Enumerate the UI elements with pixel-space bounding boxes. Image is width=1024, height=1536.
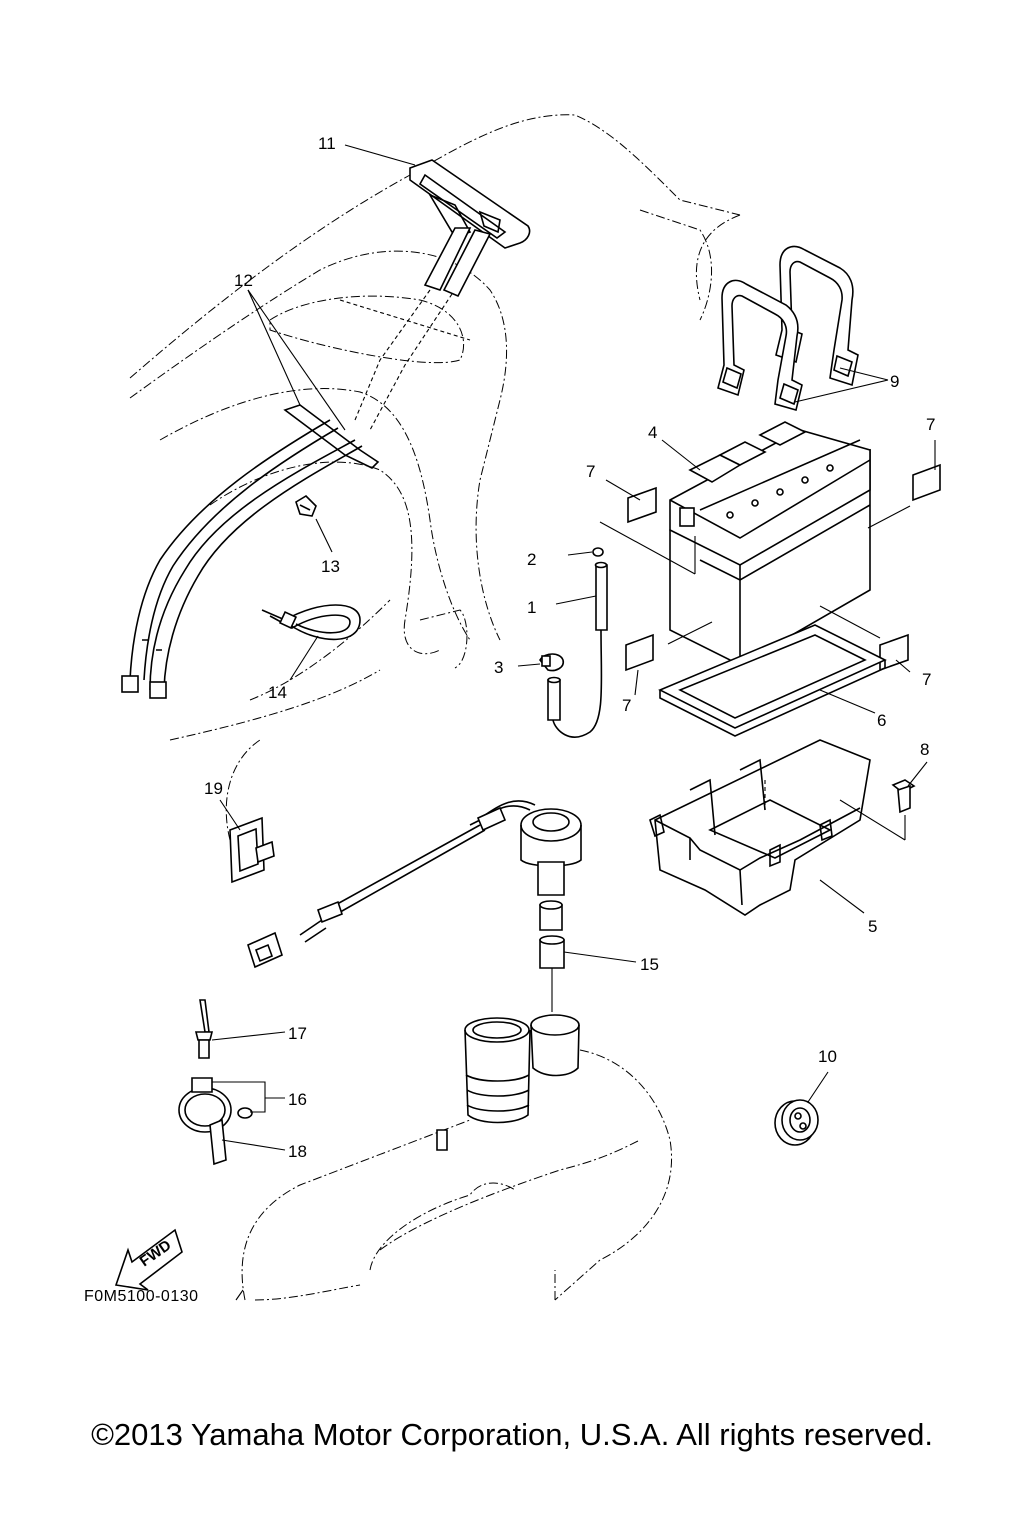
part-5-battery-box	[649, 739, 871, 916]
label-16: 16	[288, 1090, 307, 1109]
label-2: 2	[527, 550, 536, 569]
part-11-switch-plate	[339, 159, 531, 431]
label-5: 5	[868, 917, 877, 936]
label-11: 11	[318, 134, 336, 153]
label-7d: 7	[622, 696, 631, 715]
part-12-cables	[121, 404, 380, 699]
part-19-holder	[229, 816, 275, 884]
label-4: 4	[648, 423, 657, 442]
label-17: 17	[288, 1024, 307, 1043]
callout-labels: 11 12 9 4 7 7 7 7 2 1 13 3 14 6 8 19 5 1…	[84, 134, 935, 1305]
figure-code: F0M5100-0130	[84, 1288, 199, 1305]
part-9-battery-strap	[717, 245, 859, 411]
label-3: 3	[494, 658, 503, 677]
part-18-tie	[209, 1118, 227, 1166]
label-19: 19	[204, 779, 223, 798]
part-15-fuel-sender	[247, 800, 582, 1012]
label-6: 6	[877, 711, 886, 730]
label-7a: 7	[926, 415, 935, 434]
label-9: 9	[890, 372, 899, 391]
label-7b: 7	[586, 462, 595, 481]
part-1-vent-hose	[547, 561, 608, 738]
copyright-notice: ©2013 Yamaha Motor Corporation, U.S.A. A…	[91, 1417, 933, 1452]
fuel-tank-necks	[436, 1014, 580, 1151]
label-10: 10	[818, 1047, 837, 1066]
part-2-ring	[592, 547, 604, 557]
part-3-hose-clip	[539, 653, 565, 672]
part-7-pads	[625, 463, 941, 672]
label-14: 14	[268, 683, 287, 702]
label-7c: 7	[922, 670, 931, 689]
label-15: 15	[640, 955, 659, 974]
label-18: 18	[288, 1142, 307, 1161]
part-8-bolt	[839, 779, 916, 841]
part-13-clip	[295, 494, 317, 517]
fuel-tank-outline	[241, 1049, 672, 1301]
part-16-clamp	[178, 1077, 253, 1133]
part-17-rivet	[194, 999, 214, 1059]
label-12: 12	[234, 271, 253, 290]
part-10-grommet	[774, 1099, 819, 1146]
hull-outline	[129, 114, 741, 841]
part-14-cable-tie	[261, 604, 361, 641]
part-6-battery-mat	[658, 624, 887, 737]
part-4-battery	[599, 421, 911, 666]
label-1: 1	[527, 598, 536, 617]
label-13: 13	[321, 557, 340, 576]
label-8: 8	[920, 740, 929, 759]
leader-lines	[211, 144, 936, 1301]
fwd-arrow-icon: FWD	[114, 1228, 183, 1291]
